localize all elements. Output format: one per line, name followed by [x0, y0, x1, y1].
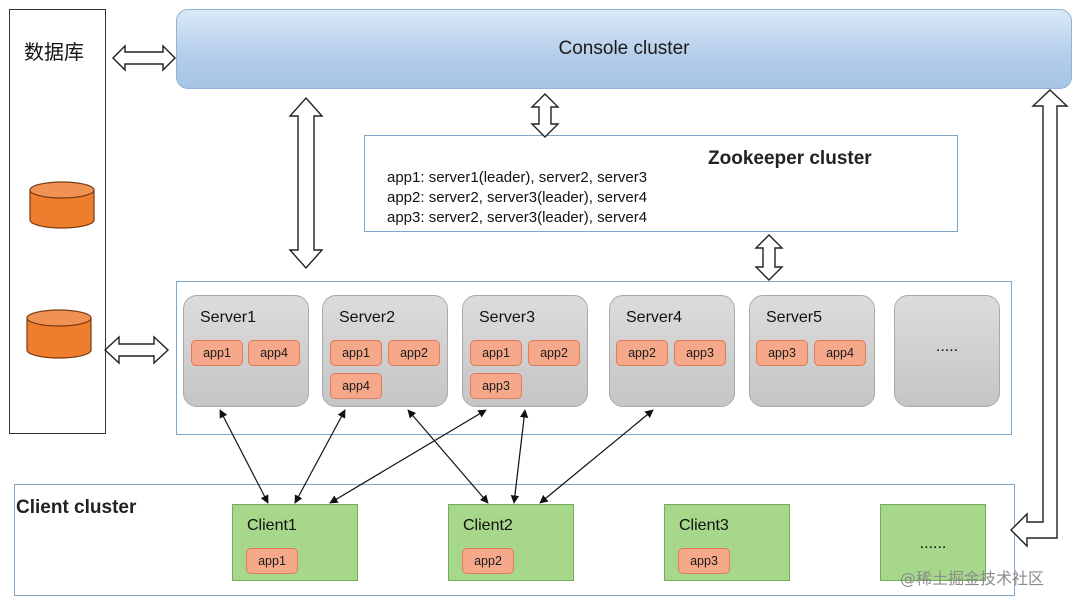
server-name: Server3: [479, 309, 536, 326]
client-name: Client1: [247, 517, 297, 534]
client-cluster-title: Client cluster: [16, 497, 137, 518]
client-node-3: Client3 app3: [664, 504, 790, 581]
app-tag: app4: [248, 340, 300, 366]
double-arrow-icon: [1010, 89, 1069, 548]
client-name: Client3: [679, 517, 729, 534]
app-tag: app1: [191, 340, 243, 366]
server-node-4: Server4 app2 app3: [609, 295, 735, 407]
app-tag: app2: [462, 548, 514, 574]
server-more-ellipsis: .....: [935, 338, 959, 355]
app-tag: app4: [814, 340, 866, 366]
server-name: Server4: [626, 309, 683, 326]
connection-line: [510, 409, 529, 504]
connection-line: [407, 409, 489, 504]
database-cylinder-icon: [26, 309, 92, 359]
watermark: @稀土掘金技术社区: [900, 569, 1045, 588]
app-tag: app3: [470, 373, 522, 399]
app-tag: app2: [616, 340, 668, 366]
database-title: 数据库: [24, 40, 84, 64]
double-arrow-icon: [288, 96, 324, 270]
connection-line: [539, 409, 654, 504]
double-arrow-icon: [754, 234, 784, 281]
client-node-more: ......: [880, 504, 986, 581]
zookeeper-cluster: Zookeeper cluster app1: server1(leader),…: [364, 135, 958, 232]
app-tag: app1: [330, 340, 382, 366]
server-node-3: Server3 app1 app2 app3: [462, 295, 588, 407]
server-name: Server5: [766, 309, 823, 326]
connection-line: [219, 409, 269, 504]
server-node-5: Server5 app3 app4: [749, 295, 875, 407]
server-name: Server1: [200, 309, 257, 326]
server-name: Server2: [339, 309, 396, 326]
server-node-1: Server1 app1 app4: [183, 295, 309, 407]
server-node-more: .....: [894, 295, 1000, 407]
console-cluster-title: Console cluster: [558, 38, 690, 59]
app-tag: app1: [246, 548, 298, 574]
connection-line: [329, 409, 487, 504]
client-node-1: Client1 app1: [232, 504, 358, 581]
zookeeper-line: app2: server2, server3(leader), server4: [387, 189, 648, 206]
app-tag: app2: [388, 340, 440, 366]
client-more-ellipsis: ......: [919, 535, 947, 552]
zookeeper-line: app3: server2, server3(leader), server4: [387, 209, 648, 226]
app-tag: app4: [330, 373, 382, 399]
app-tag: app2: [528, 340, 580, 366]
zookeeper-cluster-title: Zookeeper cluster: [708, 148, 872, 169]
console-cluster: Console cluster: [176, 9, 1072, 89]
zookeeper-assignments: app1: server1(leader), server2, server3 …: [387, 168, 647, 228]
double-arrow-icon: [530, 93, 560, 138]
app-tag: app3: [674, 340, 726, 366]
client-node-2: Client2 app2: [448, 504, 574, 581]
connection-line: [294, 409, 346, 504]
app-tag: app1: [470, 340, 522, 366]
zookeeper-line: app1: server1(leader), server2, server3: [387, 169, 648, 186]
client-name: Client2: [463, 517, 513, 534]
server-node-2: Server2 app1 app2 app4: [322, 295, 448, 407]
double-arrow-icon: [112, 44, 176, 72]
database-cylinder-icon: [29, 181, 95, 229]
app-tag: app3: [756, 340, 808, 366]
double-arrow-icon: [103, 335, 170, 365]
app-tag: app3: [678, 548, 730, 574]
